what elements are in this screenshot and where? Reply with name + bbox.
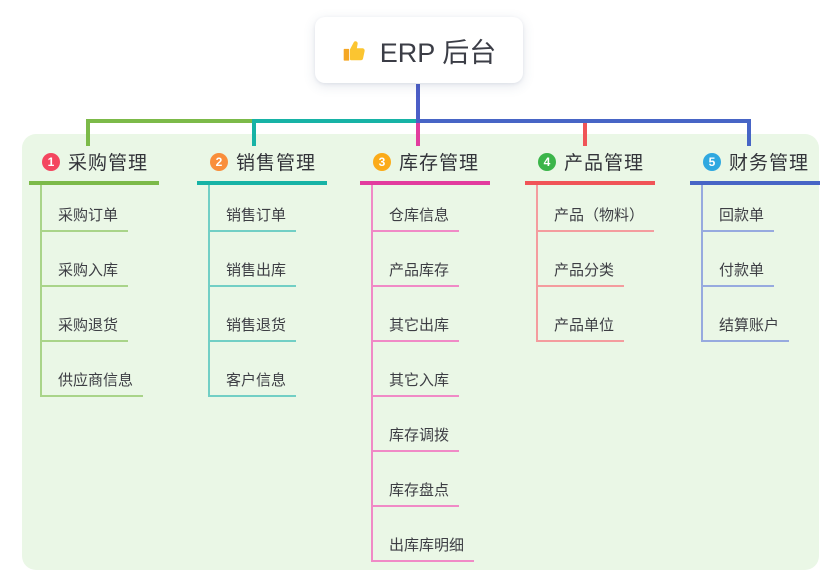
thumbs-up-icon	[342, 37, 369, 64]
child-label: 产品（物料）	[554, 207, 645, 224]
child-label: 产品单位	[554, 317, 615, 334]
mindmap-child-node[interactable]: 结算账户	[703, 287, 790, 342]
mindmap-child-node[interactable]: 库存调拨	[373, 397, 460, 452]
child-label: 客户信息	[226, 372, 287, 389]
connector-branch5-drop	[747, 119, 751, 146]
branch-header-purchase[interactable]: 1 采购管理	[29, 148, 159, 185]
branch-column-purchase: 1 采购管理 采购订单 采购入库 采购退货 供应商信息	[29, 148, 159, 397]
mindmap-child-node[interactable]: 采购订单	[42, 185, 129, 232]
mindmap-child-node[interactable]: 回款单	[703, 185, 775, 232]
connector-branch2-horizontal	[252, 119, 418, 123]
mindmap-child-node[interactable]: 采购退货	[42, 287, 129, 342]
child-label: 库存调拨	[389, 427, 450, 444]
mindmap-root-node[interactable]: ERP 后台	[315, 17, 523, 83]
branch-column-finance: 5 财务管理 回款单 付款单 结算账户	[690, 148, 820, 342]
branch-children: 回款单 付款单 结算账户	[701, 185, 790, 342]
child-label: 其它入库	[389, 372, 450, 389]
child-label: 回款单	[719, 207, 765, 224]
background-panel	[22, 134, 819, 570]
connector-branch2-drop	[252, 119, 256, 146]
child-label: 库存盘点	[389, 482, 450, 499]
branch-children: 采购订单 采购入库 采购退货 供应商信息	[40, 185, 144, 397]
child-label: 产品分类	[554, 262, 615, 279]
mindmap-child-node[interactable]: 库存盘点	[373, 452, 460, 507]
branch-number-badge: 4	[538, 152, 556, 171]
child-label: 采购退货	[58, 317, 119, 334]
child-label: 采购入库	[58, 262, 119, 279]
branch-column-inventory: 3 库存管理 仓库信息 产品库存 其它出库 其它入库 库存调拨 库存盘点 出库库…	[360, 148, 490, 562]
branch-label: 财务管理	[729, 153, 810, 174]
mindmap-child-node[interactable]: 销售退货	[210, 287, 297, 342]
branch-label: 产品管理	[564, 153, 645, 174]
branch-header-finance[interactable]: 5 财务管理	[690, 148, 820, 185]
branch-label: 销售管理	[236, 153, 317, 174]
mindmap-child-node[interactable]: 产品分类	[538, 232, 625, 287]
branch-children: 销售订单 销售出库 销售退货 客户信息	[208, 185, 297, 397]
branch-number-badge: 1	[42, 152, 60, 171]
branch-number-badge: 3	[373, 152, 391, 171]
root-title: ERP 后台	[379, 37, 497, 68]
mindmap-child-node[interactable]: 产品（物料）	[538, 185, 655, 232]
mindmap-child-node[interactable]: 其它出库	[373, 287, 460, 342]
connector-branch4-drop	[583, 123, 587, 146]
child-label: 供应商信息	[58, 372, 134, 389]
child-label: 产品库存	[389, 262, 450, 279]
branch-number-badge: 2	[210, 152, 228, 171]
branch-children: 产品（物料） 产品分类 产品单位	[536, 185, 655, 342]
mindmap-child-node[interactable]: 客户信息	[210, 342, 297, 397]
mindmap-child-node[interactable]: 产品单位	[538, 287, 625, 342]
child-label: 销售订单	[226, 207, 287, 224]
child-label: 仓库信息	[389, 207, 450, 224]
mindmap-child-node[interactable]: 仓库信息	[373, 185, 460, 232]
branch-header-product[interactable]: 4 产品管理	[525, 148, 655, 185]
child-label: 销售退货	[226, 317, 287, 334]
mindmap-child-node[interactable]: 出库库明细	[373, 507, 475, 562]
connector-root-trunk	[416, 84, 420, 123]
branch-header-inventory[interactable]: 3 库存管理	[360, 148, 490, 185]
connector-branch1-drop	[86, 119, 90, 146]
mindmap-child-node[interactable]: 销售订单	[210, 185, 297, 232]
mindmap-child-node[interactable]: 付款单	[703, 232, 775, 287]
child-label: 出库库明细	[389, 537, 465, 554]
child-label: 采购订单	[58, 207, 119, 224]
connector-branch5-horizontal	[416, 119, 751, 123]
branch-header-sales[interactable]: 2 销售管理	[197, 148, 327, 185]
mindmap-child-node[interactable]: 销售出库	[210, 232, 297, 287]
child-label: 销售出库	[226, 262, 287, 279]
mindmap-child-node[interactable]: 其它入库	[373, 342, 460, 397]
branch-label: 库存管理	[399, 153, 480, 174]
branch-label: 采购管理	[68, 153, 149, 174]
connector-branch3-drop	[416, 123, 420, 146]
branch-children: 仓库信息 产品库存 其它出库 其它入库 库存调拨 库存盘点 出库库明细	[371, 185, 475, 562]
branch-number-badge: 5	[703, 152, 721, 171]
child-label: 付款单	[719, 262, 765, 279]
branch-column-product: 4 产品管理 产品（物料） 产品分类 产品单位	[525, 148, 655, 342]
mindmap-child-node[interactable]: 采购入库	[42, 232, 129, 287]
branch-column-sales: 2 销售管理 销售订单 销售出库 销售退货 客户信息	[197, 148, 327, 397]
mindmap-child-node[interactable]: 供应商信息	[42, 342, 144, 397]
connector-branch1-horizontal	[86, 119, 256, 123]
child-label: 其它出库	[389, 317, 450, 334]
child-label: 结算账户	[719, 317, 780, 334]
mindmap-child-node[interactable]: 产品库存	[373, 232, 460, 287]
